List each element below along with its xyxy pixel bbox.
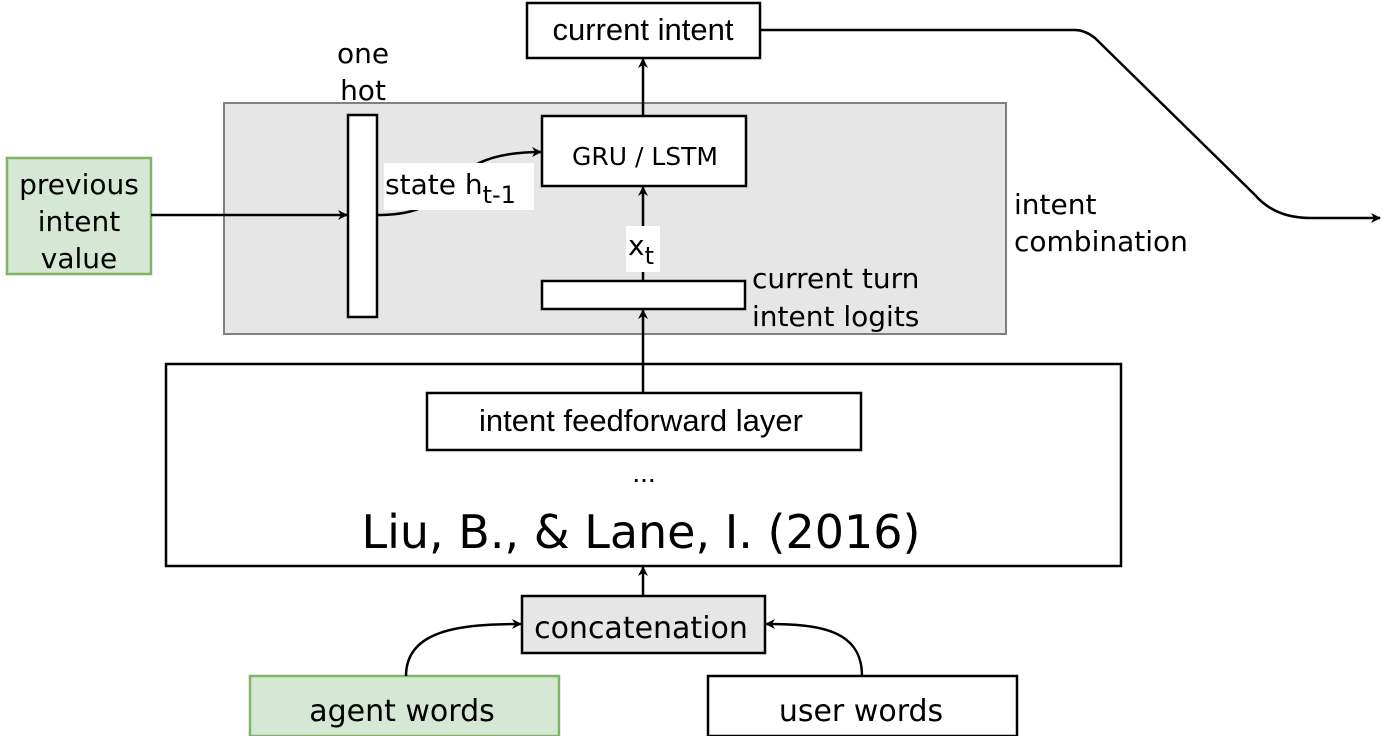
intent-combination-label-line2: combination: [1014, 225, 1188, 258]
citation-label: Liu, B., & Lane, I. (2016): [361, 505, 920, 559]
current-intent-label: current intent: [553, 12, 734, 47]
current-turn-logits-box: [540, 279, 747, 311]
one-hot-label-line2: hot: [340, 74, 386, 107]
concatenation-label: concatenation: [534, 611, 748, 646]
ellipsis: ...: [632, 457, 655, 488]
intent-combination-label-line1: intent: [1014, 188, 1096, 221]
current-turn-label-line2: intent logits: [752, 300, 919, 333]
arrow-current-intent-output: [760, 28, 1381, 223]
one-hot-vector: [346, 113, 379, 319]
current-turn-label-line1: current turn: [752, 262, 919, 295]
state-label: state ht-1: [385, 168, 516, 209]
previous-intent-label-line2: intent: [38, 205, 120, 238]
xt-label: xt: [628, 229, 654, 270]
previous-intent-label-line3: value: [41, 242, 117, 275]
intent-feedforward-layer-label: intent feedforward layer: [479, 403, 803, 438]
one-hot-label-line1: one: [337, 37, 389, 70]
user-words-label: user words: [779, 694, 943, 729]
xt-label-background: [626, 226, 660, 272]
agent-words-box: [248, 674, 561, 736]
arrow-user-words-to-concatenation: [765, 619, 864, 677]
arrow-agent-words-to-concatenation: [404, 619, 522, 677]
agent-words-label: agent words: [309, 694, 495, 729]
state-label-background: [384, 163, 534, 210]
concatenation-box: [520, 594, 767, 655]
previous-intent-label-line1: previous: [19, 168, 139, 201]
current-intent-box: [525, 1, 762, 60]
user-words-box: [706, 674, 1019, 736]
gru-lstm-label: GRU / LSTM: [572, 142, 718, 171]
